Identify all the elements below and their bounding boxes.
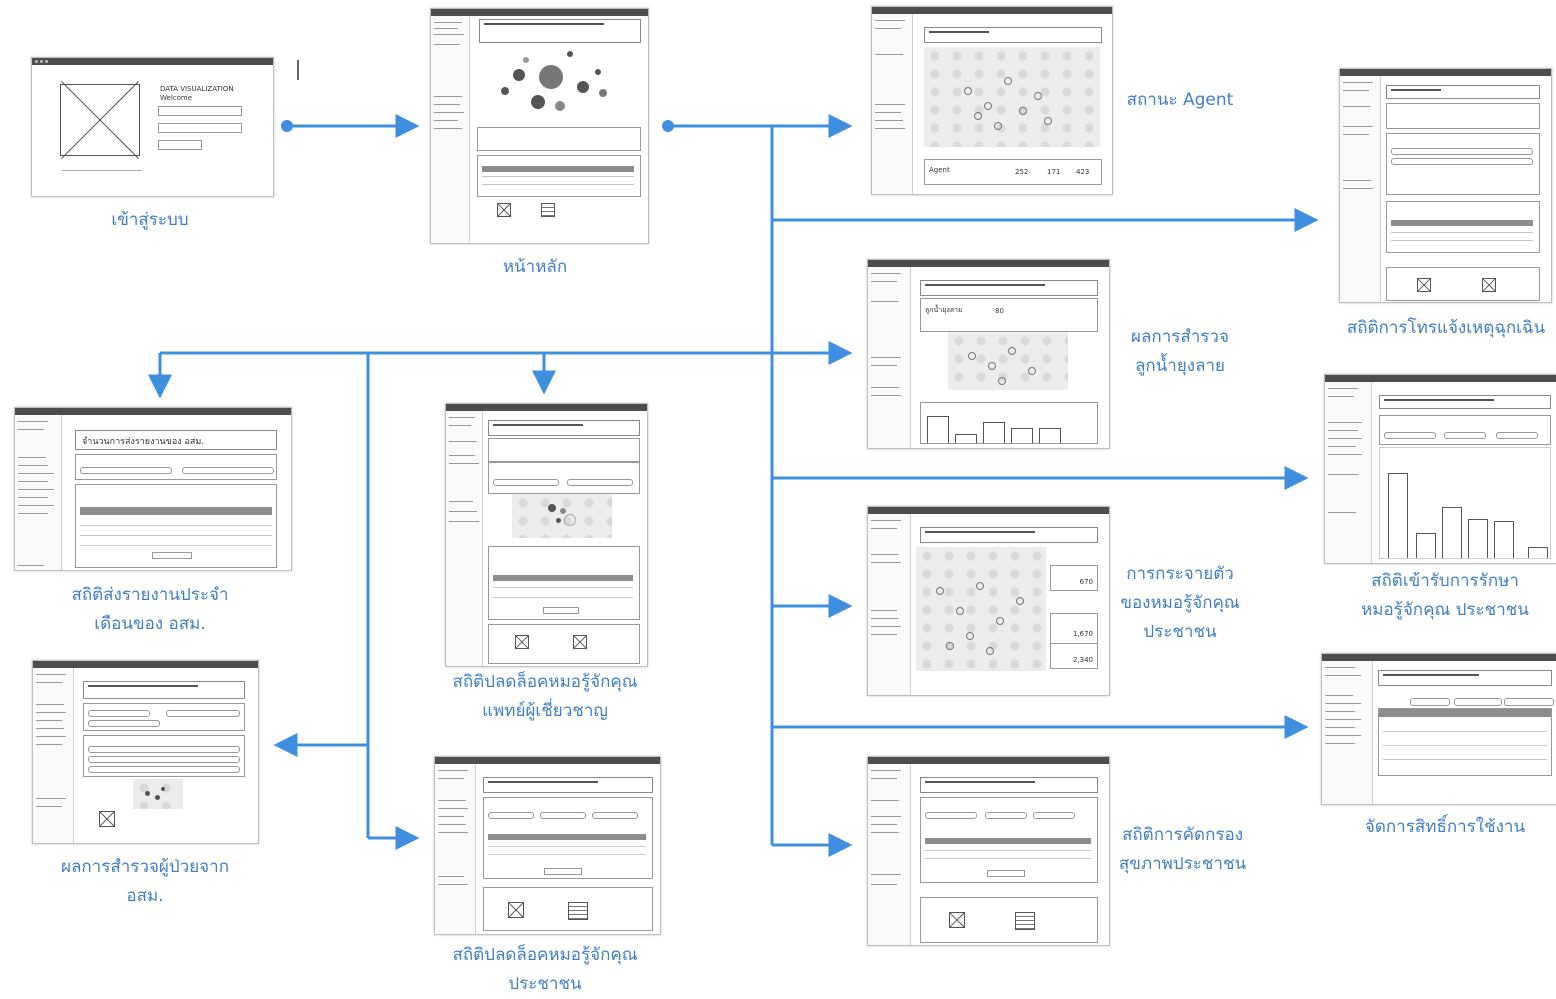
- agent-value-2: 171: [1047, 168, 1061, 176]
- label-treatment-stats: สถิติเข้ารับการรักษา หมอรู้จักคุณ ประชาช…: [1361, 571, 1529, 620]
- agent-value-1: 252: [1015, 168, 1029, 176]
- password-field[interactable]: [158, 123, 242, 133]
- wireframe-login: DATA VISUALIZATION Welcome: [31, 57, 274, 197]
- label-unlock-citizen: สถิติปลดล็อคหมอรู้จักคุณ ประชาชน: [452, 945, 638, 994]
- login-subtitle: Welcome: [160, 94, 193, 102]
- wireframe-permissions: [1321, 653, 1556, 805]
- wireframe-emergency-calls: [1339, 68, 1552, 303]
- label-emergency-calls: สถิติการโทรแจ้งเหตุฉุกเฉิน: [1346, 318, 1546, 338]
- vhv-monthly-title: จำนวนการส่งรายงานของ อสม.: [82, 437, 205, 447]
- label-unlock-specialist: สถิติปลดล็อคหมอรู้จักคุณ แพทย์ผู้เชี่ยวช…: [452, 672, 638, 721]
- username-field[interactable]: [158, 106, 242, 116]
- flow-start-dot-login: [281, 120, 293, 132]
- wireframe-screening-stats: [867, 756, 1110, 946]
- larva-value: 80: [995, 307, 1004, 315]
- wireframe-unlock-specialist: [445, 403, 648, 667]
- agent-value-3: 423: [1076, 168, 1090, 176]
- label-vhv-monthly: สถิติส่งรายงานประจำ เดือนของ อสม.: [71, 585, 229, 634]
- label-larva-survey: ผลการสำรวจ ลูกน้ำยุงลาย: [1131, 327, 1229, 376]
- wireframe-treatment-stats: [1324, 374, 1556, 564]
- label-screening-stats: สถิติการคัดกรอง สุขภาพประชาชน: [1118, 825, 1247, 874]
- label-home: หน้าหลัก: [502, 257, 568, 277]
- label-vhv-patient-survey: ผลการสำรวจผู้ป่วยจาก อสม.: [61, 857, 229, 906]
- wireframe-home: [430, 8, 649, 244]
- agent-label: Agent: [929, 166, 950, 174]
- wireframe-agent-status: Agent 252 171 423: [871, 6, 1113, 195]
- login-title: DATA VISUALIZATION: [160, 85, 234, 93]
- label-login: เข้าสู่ระบบ: [111, 210, 189, 230]
- wireframe-doctor-distribution: 670 1,670 2,340: [867, 506, 1110, 696]
- label-permissions: จัดการสิทธิ์การใช้งาน: [1364, 817, 1526, 837]
- wireframe-vhv-monthly: จำนวนการส่งรายงานของ อสม.: [14, 407, 292, 571]
- distribution-value-2: 1,670: [1072, 630, 1093, 638]
- login-button[interactable]: [158, 140, 202, 150]
- logo-placeholder-icon: [60, 84, 140, 156]
- distribution-value-3: 2,340: [1072, 656, 1093, 664]
- distribution-value-1: 670: [1079, 578, 1093, 586]
- wireframe-unlock-citizen: [434, 756, 661, 935]
- label-agent-status: สถานะ Agent: [1126, 90, 1234, 110]
- wireframe-larva-survey: ลูกน้ำยุงลาย 80: [867, 259, 1110, 449]
- larva-title: ลูกน้ำยุงลาย: [925, 306, 963, 314]
- wireframe-vhv-patient-survey: [32, 660, 259, 844]
- label-doctor-distribution: การกระจายตัว ของหมอรู้จักคุณ ประชาชน: [1120, 564, 1240, 642]
- flow-start-dot-home: [662, 120, 674, 132]
